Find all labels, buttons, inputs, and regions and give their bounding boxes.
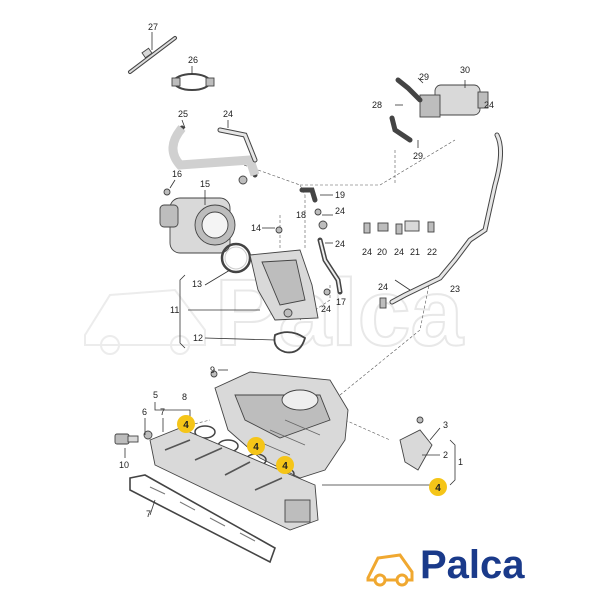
callout-15: 15 bbox=[200, 179, 210, 189]
callout-7-a: 7 bbox=[160, 407, 165, 417]
callout-5: 5 bbox=[153, 390, 158, 400]
callout-24-h: 24 bbox=[484, 100, 494, 110]
callout-21: 21 bbox=[410, 247, 420, 257]
callout-24-a: 24 bbox=[223, 109, 233, 119]
fuel-rail-clip bbox=[128, 32, 177, 74]
callout-numbers: 27 26 25 24 16 15 14 13 11 12 9 5 6 7 8 … bbox=[119, 22, 494, 519]
callout-4-a: 4 bbox=[183, 420, 189, 431]
throttle-body bbox=[159, 188, 236, 254]
callout-29-b: 29 bbox=[413, 151, 423, 161]
callout-23: 23 bbox=[450, 284, 460, 294]
callout-24-c: 24 bbox=[335, 239, 345, 249]
intake-manifold bbox=[210, 370, 349, 479]
callout-25: 25 bbox=[178, 109, 188, 119]
lower-manifold bbox=[149, 427, 319, 531]
callout-17: 17 bbox=[336, 297, 346, 307]
callout-19: 19 bbox=[335, 190, 345, 200]
callout-2: 2 bbox=[443, 450, 448, 460]
solenoid-valve bbox=[389, 77, 489, 143]
highlight-badges: 4 4 4 4 bbox=[177, 415, 447, 496]
pressure-sensor bbox=[114, 430, 153, 445]
callout-24-b: 24 bbox=[335, 206, 345, 216]
callout-10: 10 bbox=[119, 460, 129, 470]
callout-4-b: 4 bbox=[253, 442, 259, 453]
callout-27: 27 bbox=[148, 22, 158, 32]
callout-30: 30 bbox=[460, 65, 470, 75]
callout-13: 13 bbox=[192, 279, 202, 289]
leader-lines bbox=[124, 77, 466, 516]
callout-29-a: 29 bbox=[419, 72, 429, 82]
callout-24-f: 24 bbox=[394, 247, 404, 257]
vacuum-hose bbox=[389, 132, 503, 305]
callout-24-d: 24 bbox=[321, 304, 331, 314]
callout-28: 28 bbox=[372, 100, 382, 110]
hose-clamp bbox=[171, 66, 215, 91]
watermark-text: Palca bbox=[215, 260, 464, 366]
highlight-badge-3 bbox=[276, 456, 294, 474]
callout-22: 22 bbox=[427, 247, 437, 257]
car-icon bbox=[366, 553, 414, 582]
callout-11: 11 bbox=[170, 305, 179, 315]
highlight-badge-4 bbox=[429, 478, 447, 496]
callout-18: 18 bbox=[296, 210, 306, 220]
highlight-badge-1 bbox=[177, 415, 195, 433]
brand-name: Palca bbox=[420, 543, 525, 587]
highlight-badge-2 bbox=[247, 437, 265, 455]
intake-elbow bbox=[249, 226, 319, 321]
callout-7-b: 7 bbox=[146, 509, 151, 519]
coolant-pipe bbox=[168, 125, 260, 185]
callout-14: 14 bbox=[251, 223, 261, 233]
hose-connectors bbox=[363, 220, 435, 309]
callout-20: 20 bbox=[377, 247, 387, 257]
callout-4-d: 4 bbox=[435, 483, 441, 494]
callout-4-c: 4 bbox=[282, 461, 288, 472]
flange-gasket bbox=[129, 474, 276, 564]
flange-seal bbox=[273, 331, 307, 354]
callout-8: 8 bbox=[182, 392, 187, 402]
callout-26: 26 bbox=[188, 55, 198, 65]
mounting-bracket bbox=[399, 416, 433, 471]
callout-6: 6 bbox=[142, 407, 147, 417]
callout-24-e: 24 bbox=[362, 247, 372, 257]
callout-1: 1 bbox=[458, 457, 463, 467]
o-ring-gasket bbox=[220, 242, 252, 274]
callout-3: 3 bbox=[443, 420, 448, 430]
callout-9: 9 bbox=[210, 365, 215, 375]
callout-12: 12 bbox=[193, 333, 203, 343]
callout-16: 16 bbox=[172, 169, 182, 179]
brand-logo: Palca bbox=[366, 543, 525, 587]
breather-hoses bbox=[299, 187, 343, 296]
callout-24-g: 24 bbox=[378, 282, 388, 292]
